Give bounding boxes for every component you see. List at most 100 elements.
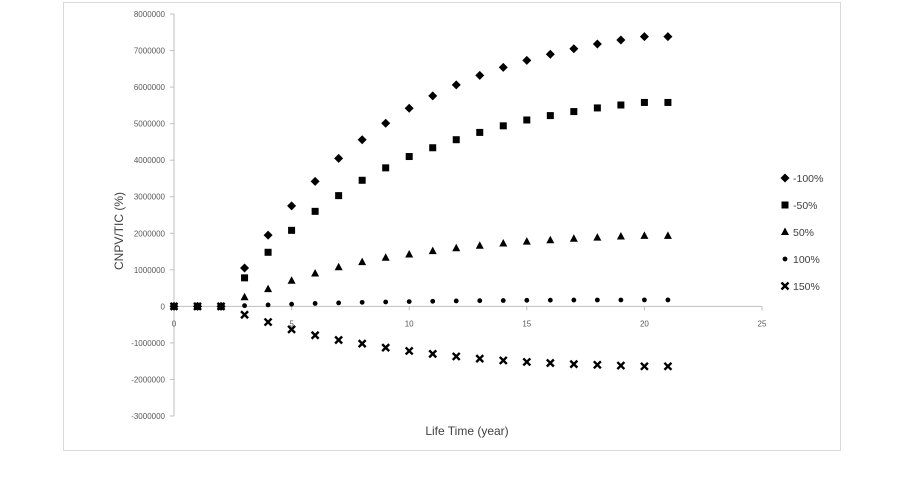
legend-marker xyxy=(780,281,790,291)
data-point xyxy=(571,297,577,303)
data-point xyxy=(358,176,366,184)
data-point xyxy=(523,116,531,124)
data-point xyxy=(545,49,555,59)
data-point xyxy=(265,302,271,308)
data-point xyxy=(663,231,672,239)
data-point xyxy=(406,299,412,305)
y-axis-title: CNPV/TIC (%) xyxy=(112,192,126,270)
y-tick-label: 0 xyxy=(161,302,166,311)
data-point xyxy=(287,201,297,211)
legend-item: -100% xyxy=(780,173,823,185)
legend-label: 150% xyxy=(793,281,820,293)
data-point xyxy=(499,122,507,130)
data-point xyxy=(665,297,671,303)
data-point xyxy=(617,101,625,109)
data-point xyxy=(404,103,414,113)
legend-item: 100% xyxy=(782,254,820,266)
data-point xyxy=(169,302,179,311)
data-point xyxy=(287,276,296,284)
y-tick-label: 8000000 xyxy=(134,10,166,19)
data-point xyxy=(334,262,343,271)
legend-item: 150% xyxy=(780,281,820,293)
data-point xyxy=(382,164,390,172)
data-point xyxy=(522,357,532,367)
data-point xyxy=(592,39,602,49)
data-point xyxy=(642,297,647,303)
data-point xyxy=(616,232,625,240)
x-tick-label: 20 xyxy=(640,319,649,328)
y-tick-label: -2000000 xyxy=(131,375,165,384)
data-point xyxy=(311,268,320,277)
data-point xyxy=(404,346,414,356)
data-point xyxy=(593,233,602,241)
data-point xyxy=(663,32,673,42)
axes xyxy=(173,14,762,416)
data-point xyxy=(616,35,626,45)
x-tick-label: 5 xyxy=(289,319,294,328)
data-point xyxy=(570,108,578,116)
data-point xyxy=(240,263,250,273)
data-point xyxy=(381,343,391,353)
data-point xyxy=(640,231,649,239)
data-point xyxy=(616,361,626,370)
data-point xyxy=(522,237,531,245)
data-point xyxy=(311,207,319,215)
x-tick-label: 10 xyxy=(405,319,414,328)
data-point xyxy=(335,192,343,200)
data-point xyxy=(453,298,459,304)
y-tick-label: 7000000 xyxy=(134,47,166,56)
series-circle xyxy=(171,297,671,309)
data-point xyxy=(357,339,367,348)
data-point xyxy=(639,32,649,42)
data-point xyxy=(310,176,320,186)
y-tick-label: 1000000 xyxy=(134,266,166,275)
data-point xyxy=(240,292,249,301)
x-axis-title: Life Time (year) xyxy=(425,424,508,438)
data-point xyxy=(618,297,624,303)
data-point xyxy=(569,44,579,54)
y-tick-label: 2000000 xyxy=(134,229,166,238)
chart-area xyxy=(63,2,841,451)
data-point xyxy=(336,300,342,306)
data-point xyxy=(500,298,506,303)
data-point xyxy=(263,317,273,327)
data-point xyxy=(334,153,344,163)
data-point xyxy=(312,301,318,306)
data-point xyxy=(475,354,485,363)
data-point xyxy=(428,246,437,255)
data-point xyxy=(334,335,343,345)
data-point xyxy=(358,257,367,266)
data-point xyxy=(569,359,579,369)
legend-marker xyxy=(780,173,790,183)
data-point xyxy=(216,302,226,311)
data-point xyxy=(546,235,555,244)
data-point xyxy=(242,303,247,309)
data-point xyxy=(263,230,273,240)
data-point xyxy=(359,299,365,305)
legend-marker xyxy=(781,201,789,209)
data-point xyxy=(381,118,391,128)
data-point xyxy=(428,91,438,101)
data-point xyxy=(498,62,508,72)
data-point xyxy=(452,243,461,252)
data-point xyxy=(547,297,553,303)
data-point xyxy=(287,325,296,334)
data-point xyxy=(498,356,508,365)
legend-label: 50% xyxy=(793,227,814,239)
data-point xyxy=(405,249,414,258)
legend: -100% -50% 50% 100% 150% xyxy=(780,173,823,293)
x-tick-label: 25 xyxy=(758,319,767,328)
data-point xyxy=(452,136,460,144)
data-point xyxy=(451,352,461,361)
legend-item: -50% xyxy=(781,200,818,212)
data-points xyxy=(169,32,673,371)
legend-label: 100% xyxy=(793,254,820,266)
data-point xyxy=(640,361,649,371)
data-point xyxy=(241,274,249,282)
data-point xyxy=(594,297,600,303)
y-tick-label: 4000000 xyxy=(134,156,166,165)
y-tick-label: 6000000 xyxy=(134,83,166,92)
data-point xyxy=(357,135,367,145)
